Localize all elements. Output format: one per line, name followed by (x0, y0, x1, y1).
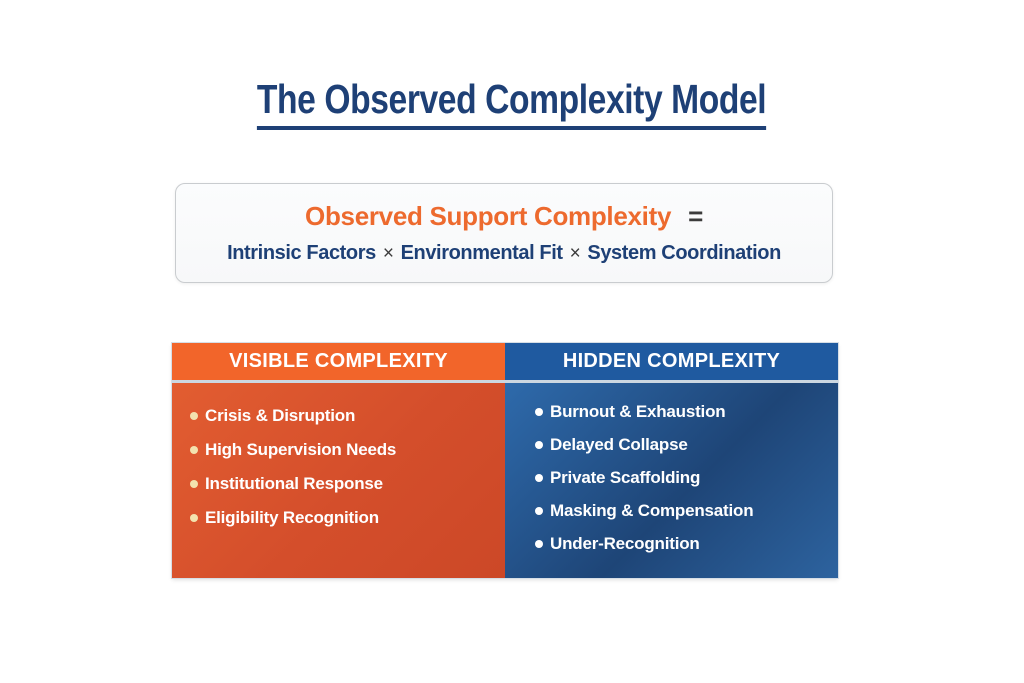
list-item: Burnout & Exhaustion (535, 395, 828, 428)
bullet-dot-icon (535, 407, 543, 416)
list-item-label: Eligibility Recognition (205, 508, 379, 527)
list-item-label: Burnout & Exhaustion (550, 401, 726, 421)
formula-term-environmental: Environmental Fit (400, 242, 564, 264)
visible-complexity-header: VISIBLE COMPLEXITY (172, 343, 505, 383)
list-item-label: Delayed Collapse (550, 434, 688, 454)
list-item-label: Institutional Response (205, 474, 383, 493)
hidden-complexity-header: HIDDEN COMPLEXITY (505, 343, 838, 383)
formula-term-system: System Coordination (587, 242, 781, 264)
formula-lhs: Observed Support Complexity (305, 201, 672, 231)
list-item: Under-Recognition (535, 527, 828, 560)
bullet-dot-icon (535, 440, 543, 449)
list-item: Private Scaffolding (535, 461, 828, 494)
list-item: Eligibility Recognition (190, 501, 495, 535)
list-item-label: Masking & Compensation (550, 500, 754, 520)
hidden-complexity-column: HIDDEN COMPLEXITY Burnout & Exhaustion D… (505, 343, 838, 578)
list-item-label: Crisis & Disruption (205, 406, 356, 425)
multiply-sign: × (382, 243, 394, 264)
hidden-complexity-list: Burnout & Exhaustion Delayed Collapse Pr… (505, 383, 838, 578)
formula-line-2: Intrinsic Factors×Environmental Fit×Syst… (227, 242, 781, 265)
list-item: Institutional Response (190, 467, 495, 501)
list-item-label: Private Scaffolding (550, 467, 701, 487)
formula-term-intrinsic: Intrinsic Factors (227, 242, 376, 264)
multiply-sign: × (569, 243, 581, 264)
list-item: Masking & Compensation (535, 494, 828, 527)
page-title: The Observed Complexity Model (257, 76, 767, 130)
bullet-dot-icon (190, 446, 198, 454)
bullet-dot-icon (190, 412, 198, 420)
formula-line-1: Observed Support Complexity = (305, 201, 703, 232)
equals-sign: = (688, 201, 703, 231)
bullet-dot-icon (535, 539, 543, 548)
visible-complexity-list: Crisis & Disruption High Supervision Nee… (172, 383, 505, 578)
list-item: High Supervision Needs (190, 433, 495, 467)
visible-complexity-column: VISIBLE COMPLEXITY Crisis & Disruption H… (172, 343, 505, 578)
complexity-table: VISIBLE COMPLEXITY Crisis & Disruption H… (171, 342, 839, 579)
bullet-dot-icon (190, 514, 198, 522)
bullet-dot-icon (190, 480, 198, 488)
list-item: Delayed Collapse (535, 428, 828, 461)
formula-box: Observed Support Complexity = Intrinsic … (175, 183, 833, 283)
list-item: Crisis & Disruption (190, 399, 495, 433)
bullet-dot-icon (535, 473, 543, 482)
list-item-label: High Supervision Needs (205, 440, 397, 459)
list-item-label: Under-Recognition (550, 533, 700, 553)
bullet-dot-icon (535, 506, 543, 515)
title-area: The Observed Complexity Model (0, 76, 1024, 130)
